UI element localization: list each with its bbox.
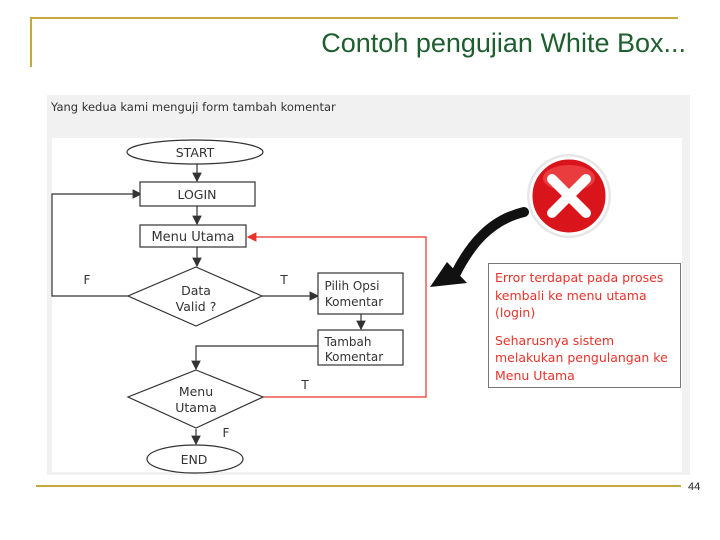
label-t-menu-utama: T <box>300 378 309 392</box>
frame-top-border <box>30 17 678 19</box>
end-label: END <box>181 452 208 467</box>
start-label: START <box>176 145 215 160</box>
decision-data-valid-line1: Data <box>181 283 211 298</box>
start-terminal <box>126 139 264 165</box>
decision-menu-line1: Menu <box>179 384 213 399</box>
footer-line <box>36 485 681 487</box>
connector-true-to-menu-red <box>246 232 427 398</box>
menu-utama-box <box>139 224 247 248</box>
end-terminal <box>146 444 244 474</box>
connector-tambah-decision <box>191 345 318 371</box>
diagram-caption: Yang kedua kami menguji form tambah kome… <box>51 100 336 114</box>
menu-utama-label: Menu Utama <box>151 230 234 245</box>
pilih-opsi-line1: Pilih Opsi <box>324 279 379 293</box>
slide-title: Contoh pengujian White Box... <box>321 28 686 58</box>
decision-data-valid-line2: Valid ? <box>176 299 217 314</box>
tambah-line1: Tambah <box>324 335 372 349</box>
login-box <box>139 181 256 207</box>
red-x-circle-icon <box>527 154 611 238</box>
error-note-line2: Seharusnya sistem melakukan pengulangan … <box>495 332 668 383</box>
decision-data-valid <box>126 266 264 327</box>
pilih-opsi-line2: Komentar <box>325 295 383 309</box>
tambah-komentar-box <box>317 329 404 366</box>
login-label: LOGIN <box>177 187 216 202</box>
label-f-menu-utama: F <box>223 426 230 440</box>
connector-false-to-login <box>51 189 143 297</box>
page-number: 44 <box>688 481 701 493</box>
error-note-line1: Error terdapat pada proses kembali ke me… <box>495 270 664 320</box>
pilih-opsi-box <box>317 272 404 315</box>
label-f-data-valid: F <box>84 273 91 287</box>
error-note-box: Error terdapat pada proses kembali ke me… <box>488 263 681 388</box>
frame-left-border <box>30 17 32 67</box>
curved-black-arrow-icon <box>430 207 529 287</box>
decision-menu-utama <box>126 369 265 429</box>
decision-menu-line2: Utama <box>175 400 217 415</box>
label-t-data-valid: T <box>279 273 288 287</box>
tambah-line2: Komentar <box>325 350 383 364</box>
